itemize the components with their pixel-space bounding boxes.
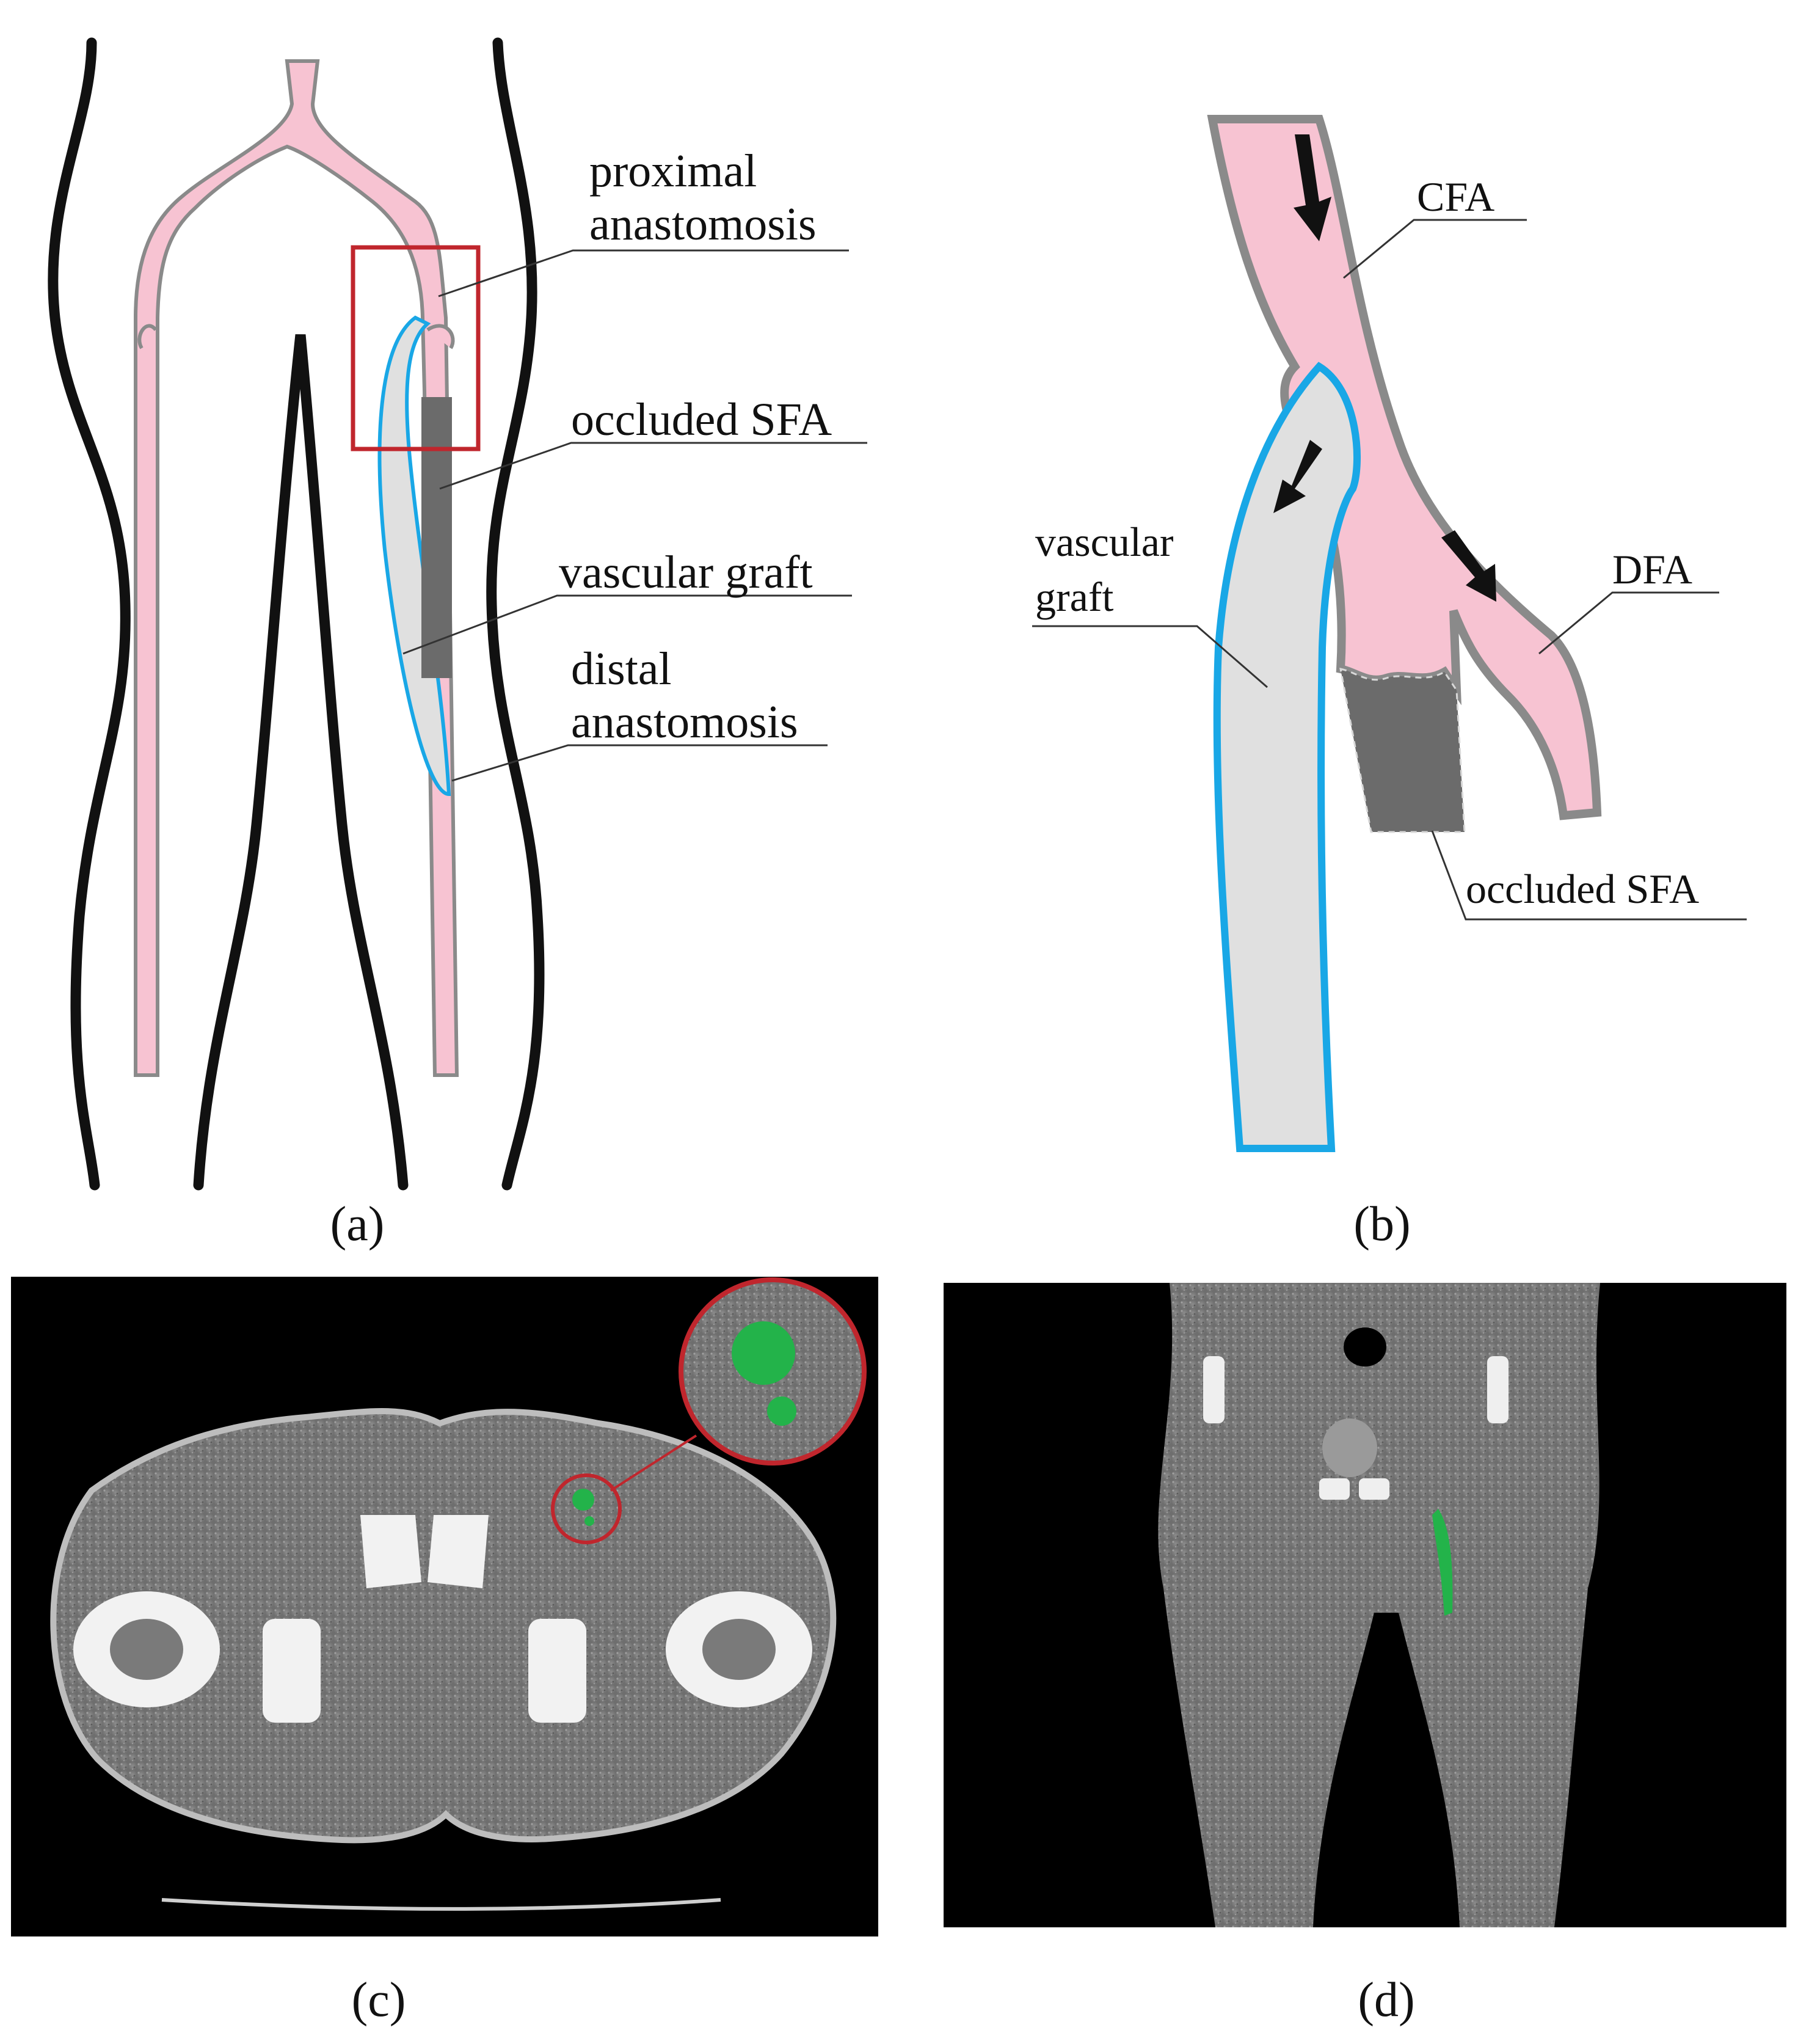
- panel-b: CFA DFA vascular graft occluded SFA (b): [1032, 115, 1747, 1251]
- label-occluded-sfa-a: occluded SFA: [571, 394, 832, 445]
- caption-c: (c): [352, 1973, 406, 2027]
- ct-axial-segmentation: [572, 1489, 594, 1511]
- leader-lines-a: [402, 249, 867, 782]
- ct-coronal-bones: [1203, 1356, 1509, 1500]
- label-distal-2: anastomosis: [571, 696, 798, 748]
- highlight-box: [351, 245, 481, 451]
- label-dfa: DFA: [1612, 546, 1692, 593]
- caption-b: (b): [1353, 1197, 1410, 1251]
- label-proximal-1: proximal: [589, 145, 757, 197]
- caption-d: (d): [1358, 1973, 1414, 2027]
- leg-outline: [48, 37, 545, 1191]
- occluded-sfa-a: [421, 397, 452, 678]
- panel-a: proximal anastomosis occluded SFA vascul…: [48, 37, 867, 1251]
- label-proximal-2: anastomosis: [589, 199, 817, 250]
- label-vascular-graft-b-2: graft: [1035, 574, 1113, 620]
- ct-axial-roi-circle: [551, 1473, 622, 1544]
- panel-c: (c): [11, 1277, 878, 2027]
- ct-axial-body: [50, 1408, 837, 1844]
- ct-coronal-segmentation: [1432, 1509, 1453, 1616]
- label-cfa: CFA: [1417, 173, 1494, 220]
- zoom-inset-circle: [679, 1277, 867, 1465]
- label-distal-1: distal: [571, 643, 672, 695]
- label-vascular-graft-a: vascular graft: [559, 547, 813, 598]
- ct-coronal-body: [1158, 1283, 1600, 1927]
- caption-a: (a): [330, 1197, 385, 1251]
- artery-tree: [134, 59, 459, 1077]
- occluded-sfa-b: [1339, 668, 1466, 833]
- panel-d: (d): [944, 1283, 1786, 2027]
- leader-lines-b: [1032, 219, 1747, 921]
- label-occluded-sfa-b: occluded SFA: [1466, 866, 1699, 912]
- flow-arrows: [1273, 134, 1496, 602]
- vascular-graft-b: [1213, 362, 1361, 1152]
- label-vascular-graft-b-1: vascular: [1035, 519, 1174, 565]
